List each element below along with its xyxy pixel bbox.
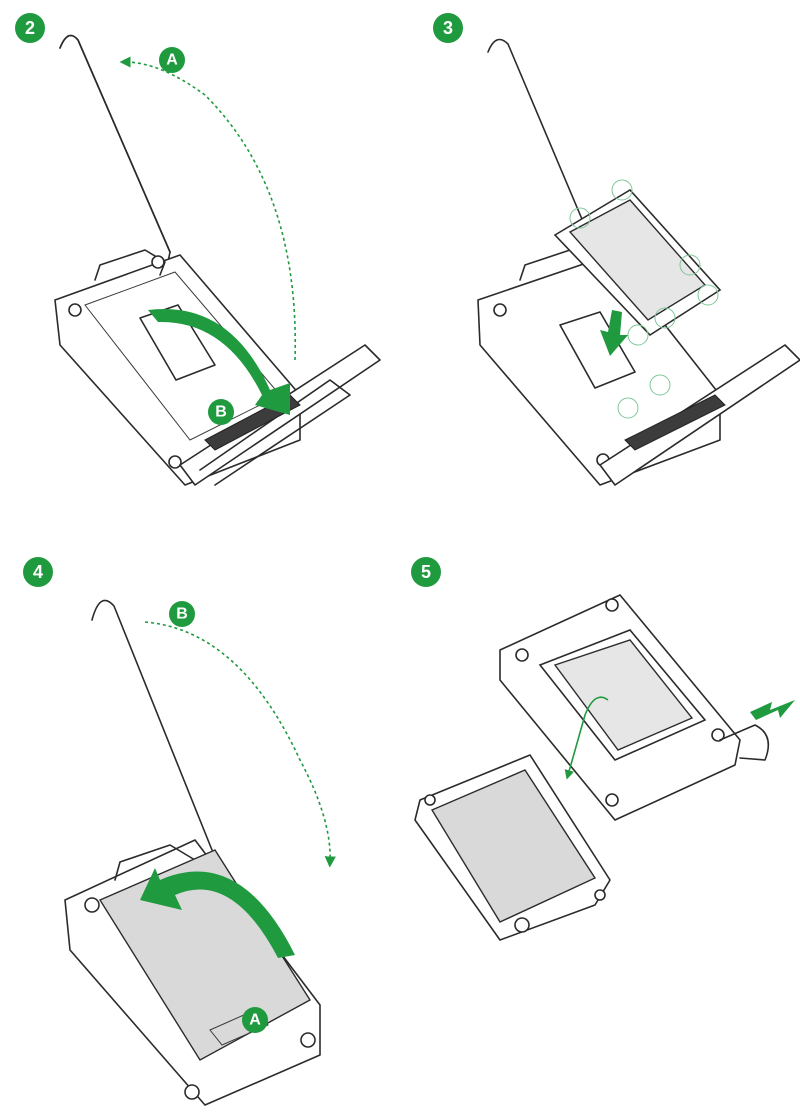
insert-down-arrow: [600, 310, 628, 356]
label-b: B: [215, 404, 227, 421]
step-2-panel: 2 A B: [15, 13, 381, 486]
push-lever-arrow: [750, 700, 795, 720]
close-arrow: [148, 309, 290, 415]
label-a-badge: A: [159, 47, 185, 73]
load-lever: [487, 38, 596, 251]
socket-contact-area: [559, 311, 636, 389]
remove-cap-arrow: [564, 696, 609, 780]
cpu: [553, 188, 722, 337]
load-lever-locked: [719, 724, 770, 761]
lever-path-dashed-arrow: [119, 56, 297, 361]
label-a-badge: A: [242, 1007, 268, 1033]
lever-path-dashed-arrow: [144, 621, 336, 868]
label-b-badge: B: [208, 399, 234, 425]
cpu: [538, 629, 707, 761]
step-5-badge: 5: [411, 557, 441, 587]
label-b: B: [176, 606, 188, 623]
step-4-badge: 4: [23, 557, 53, 587]
label-a: A: [249, 1012, 261, 1029]
step-2-badge: 2: [15, 13, 45, 43]
step-5-panel: 5: [411, 557, 795, 941]
close-plate-arrow: [140, 868, 295, 958]
label-a: A: [166, 52, 178, 69]
load-lever: [59, 34, 171, 263]
step-4-panel: 4 B A: [23, 557, 336, 1106]
label-b-badge: B: [169, 601, 195, 627]
load-plate: [599, 344, 800, 486]
step-3-panel: 3: [433, 13, 800, 486]
step-4-number: 4: [33, 562, 43, 582]
load-lever: [91, 599, 213, 851]
removed-pnp-cap: [414, 754, 611, 941]
step-3-badge: 3: [433, 13, 463, 43]
step-2-number: 2: [25, 18, 35, 38]
step-5-number: 5: [421, 562, 431, 582]
step-3-number: 3: [443, 18, 453, 38]
